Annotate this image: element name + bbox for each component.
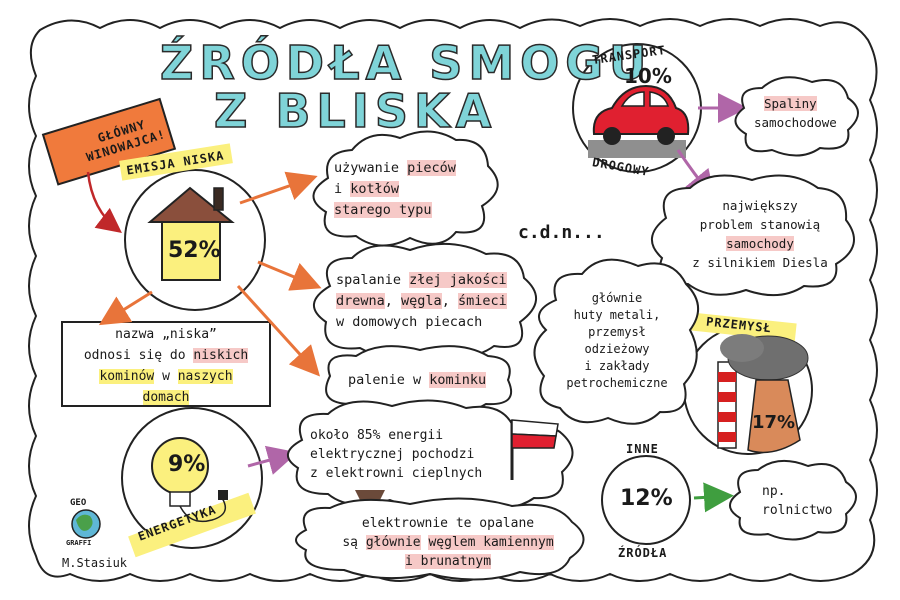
low-emission-note: nazwa „niska” odnosi się do niskich komi… xyxy=(83,327,249,405)
cloud-power xyxy=(287,399,574,510)
fuel-text: spalanie złej jakości drewna, węgla, śmi… xyxy=(336,272,507,330)
cloud-industry xyxy=(533,258,699,425)
title-line-2: Z BLISKA xyxy=(213,83,498,139)
house-icon xyxy=(147,186,235,281)
other-text: np. rolnictwo xyxy=(762,484,833,518)
transport-percent: 10% xyxy=(624,64,672,88)
car-icon xyxy=(592,84,690,145)
culprit-box xyxy=(41,97,177,186)
fireplace-text: palenie w kominku xyxy=(348,372,487,388)
author-signature: M.Stasiuk xyxy=(62,556,128,570)
industry-percent: 17% xyxy=(752,412,796,433)
exhaust-text: Spaliny samochodowe xyxy=(754,96,837,130)
cloud-other xyxy=(729,459,857,541)
title-line-1: ŹRÓDŁA SMOGU xyxy=(159,35,653,91)
poland-flag-icon xyxy=(510,419,559,480)
to-be-continued: c.d.n... xyxy=(518,222,605,243)
other-label-top: INNE xyxy=(626,442,659,456)
logo-top-text: GEO xyxy=(70,498,87,508)
stoves-text: używanie pieców i kotłów starego typu xyxy=(334,160,456,218)
coal-text: elektrownie te opalane są głównie węglem… xyxy=(342,516,554,569)
geo-logo xyxy=(71,509,101,539)
bulb-icon xyxy=(151,437,228,523)
factory-icon xyxy=(717,334,809,454)
other-circle xyxy=(601,455,691,545)
energy-percent: 9% xyxy=(168,452,206,477)
diesel-text: największy problem stanowią samochody z … xyxy=(692,198,828,270)
logo-bottom-text: GRAFFI xyxy=(66,539,92,547)
other-label-bottom: ŹRÓDŁA xyxy=(618,546,668,560)
industry-text: głównie huty metali, przemysł odzieżowy … xyxy=(566,291,668,390)
low-emission-percent: 52% xyxy=(168,238,221,263)
power-text: około 85% energii elektrycznej pochodzi … xyxy=(310,428,483,481)
wavy-frame xyxy=(28,18,878,582)
other-percent: 12% xyxy=(620,486,673,511)
